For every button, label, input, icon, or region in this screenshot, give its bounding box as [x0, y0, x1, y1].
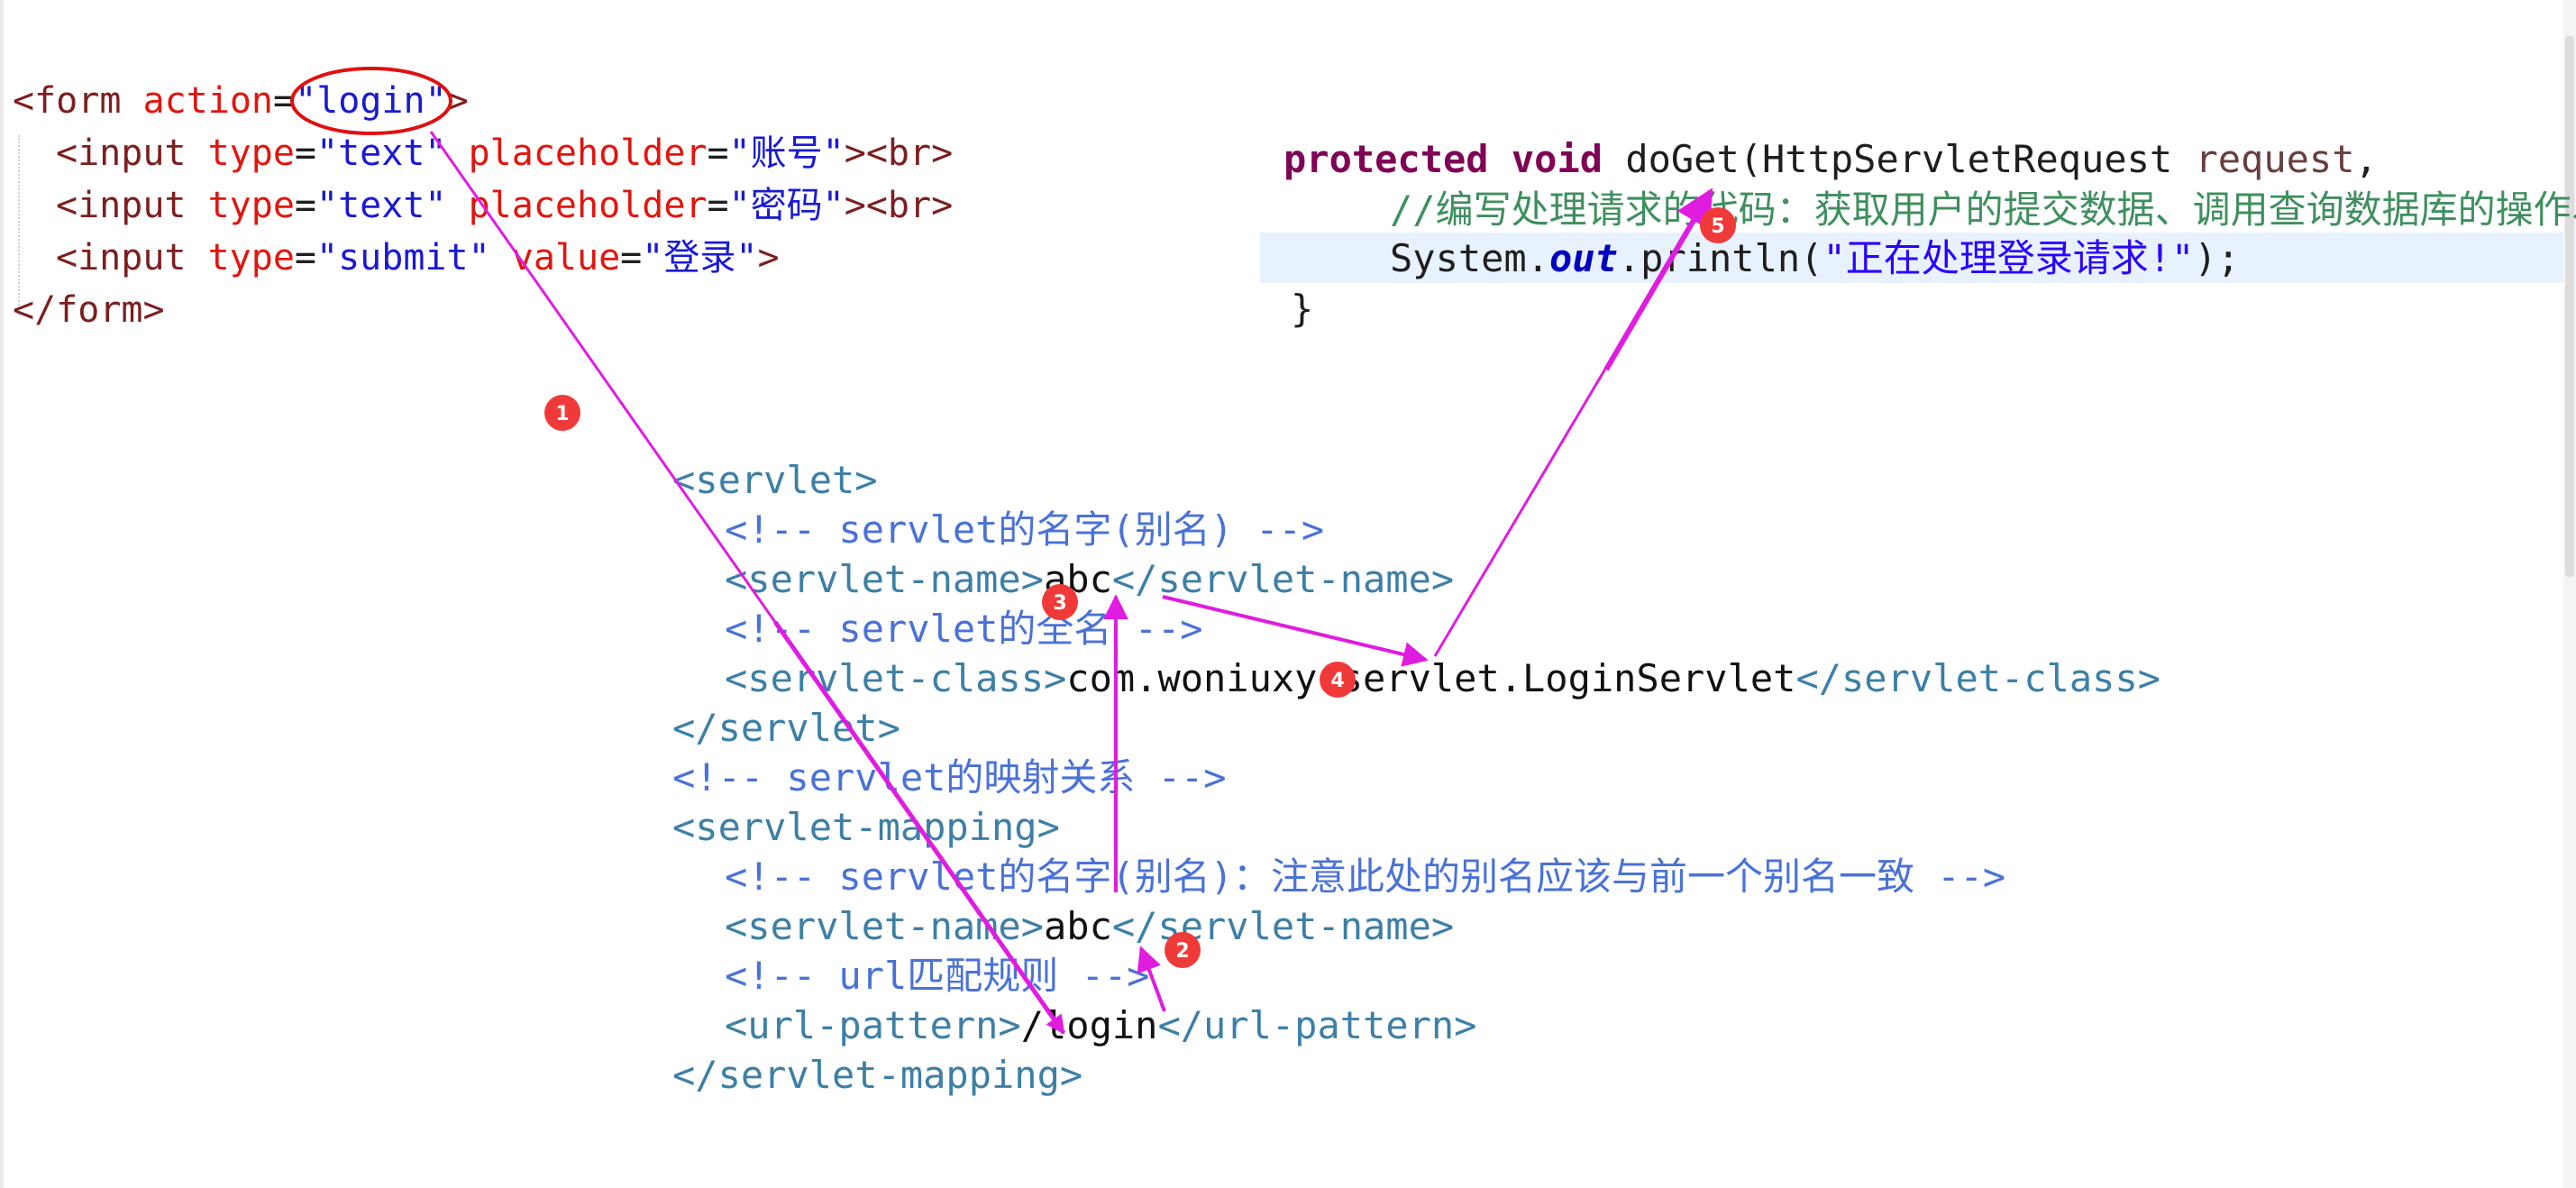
badge-5: 5 — [1700, 207, 1736, 243]
xml-line-3: <servlet-name>abc</servlet-name> — [725, 557, 1455, 601]
xml-line-1: <servlet> — [672, 458, 878, 502]
svg-text:5: 5 — [1711, 215, 1724, 238]
svg-text:2: 2 — [1175, 940, 1189, 963]
badge-2: 2 — [1165, 932, 1201, 968]
svg-text:1: 1 — [555, 403, 569, 425]
xml-line-2: <!-- servlet的名字(别名) --> — [725, 507, 1325, 552]
xml-line-10: <servlet-name>abc</servlet-name> — [725, 904, 1455, 948]
login-highlight-ellipse — [290, 67, 452, 135]
xml-line-13: </servlet-mapping> — [672, 1053, 1083, 1097]
arrow-4 — [1162, 595, 1429, 667]
svg-text:3: 3 — [1053, 592, 1066, 615]
badge-1: 1 — [544, 395, 580, 431]
xml-line-6: </servlet> — [672, 706, 900, 750]
xml-line-12: <url-pattern>/login</url-pattern> — [725, 1003, 1477, 1047]
java-line-1: protected void doGet(HttpServletRequest … — [1283, 137, 2378, 181]
arrow-1-bold — [772, 620, 1066, 1035]
left-edge — [0, 0, 4, 1188]
java-line-3: System.out.println("正在处理登录请求!"); — [1390, 236, 2240, 280]
java-line-4: } — [1291, 287, 1314, 331]
html-line-2: <input type="text" placeholder="账号"><br> — [56, 133, 954, 174]
html-line-5: </form> — [13, 289, 165, 331]
xml-line-7: <!-- servlet的映射关系 --> — [672, 755, 1227, 800]
badge-3: 3 — [1042, 584, 1078, 620]
vertical-scrollbar[interactable] — [2563, 0, 2576, 1188]
scrollbar-thumb[interactable] — [2565, 36, 2574, 577]
arrow-5-bold — [1603, 187, 1713, 371]
servlet-class-value: com.woniuxy.servlet.LoginServlet — [1066, 656, 1796, 700]
badge-4: 4 — [1320, 662, 1356, 698]
html-line-4: <input type="submit" value="登录"> — [56, 237, 780, 279]
servlet-name-value-2: abc — [1044, 904, 1112, 948]
url-pattern-value: /login — [1020, 1003, 1158, 1047]
svg-text:4: 4 — [1330, 670, 1344, 692]
java-line-2: //编写处理请求的代码：获取用户的提交数据、调用查询数据库的操作、 — [1390, 187, 2576, 232]
indent-guide — [18, 135, 20, 315]
xml-line-9: <!-- servlet的名字(别名)：注意此处的别名应该与前一个别名一致 --… — [725, 854, 2006, 899]
arrow-2 — [1137, 946, 1166, 1012]
current-line-highlight — [1260, 233, 2569, 283]
form-action-value: login — [316, 80, 425, 122]
xml-line-8: <servlet-mapping> — [672, 805, 1060, 849]
xml-line-5: <servlet-class>com.woniuxy.servlet.Login… — [725, 656, 2161, 700]
html-line-3: <input type="text" placeholder="密码"><br> — [56, 185, 954, 226]
